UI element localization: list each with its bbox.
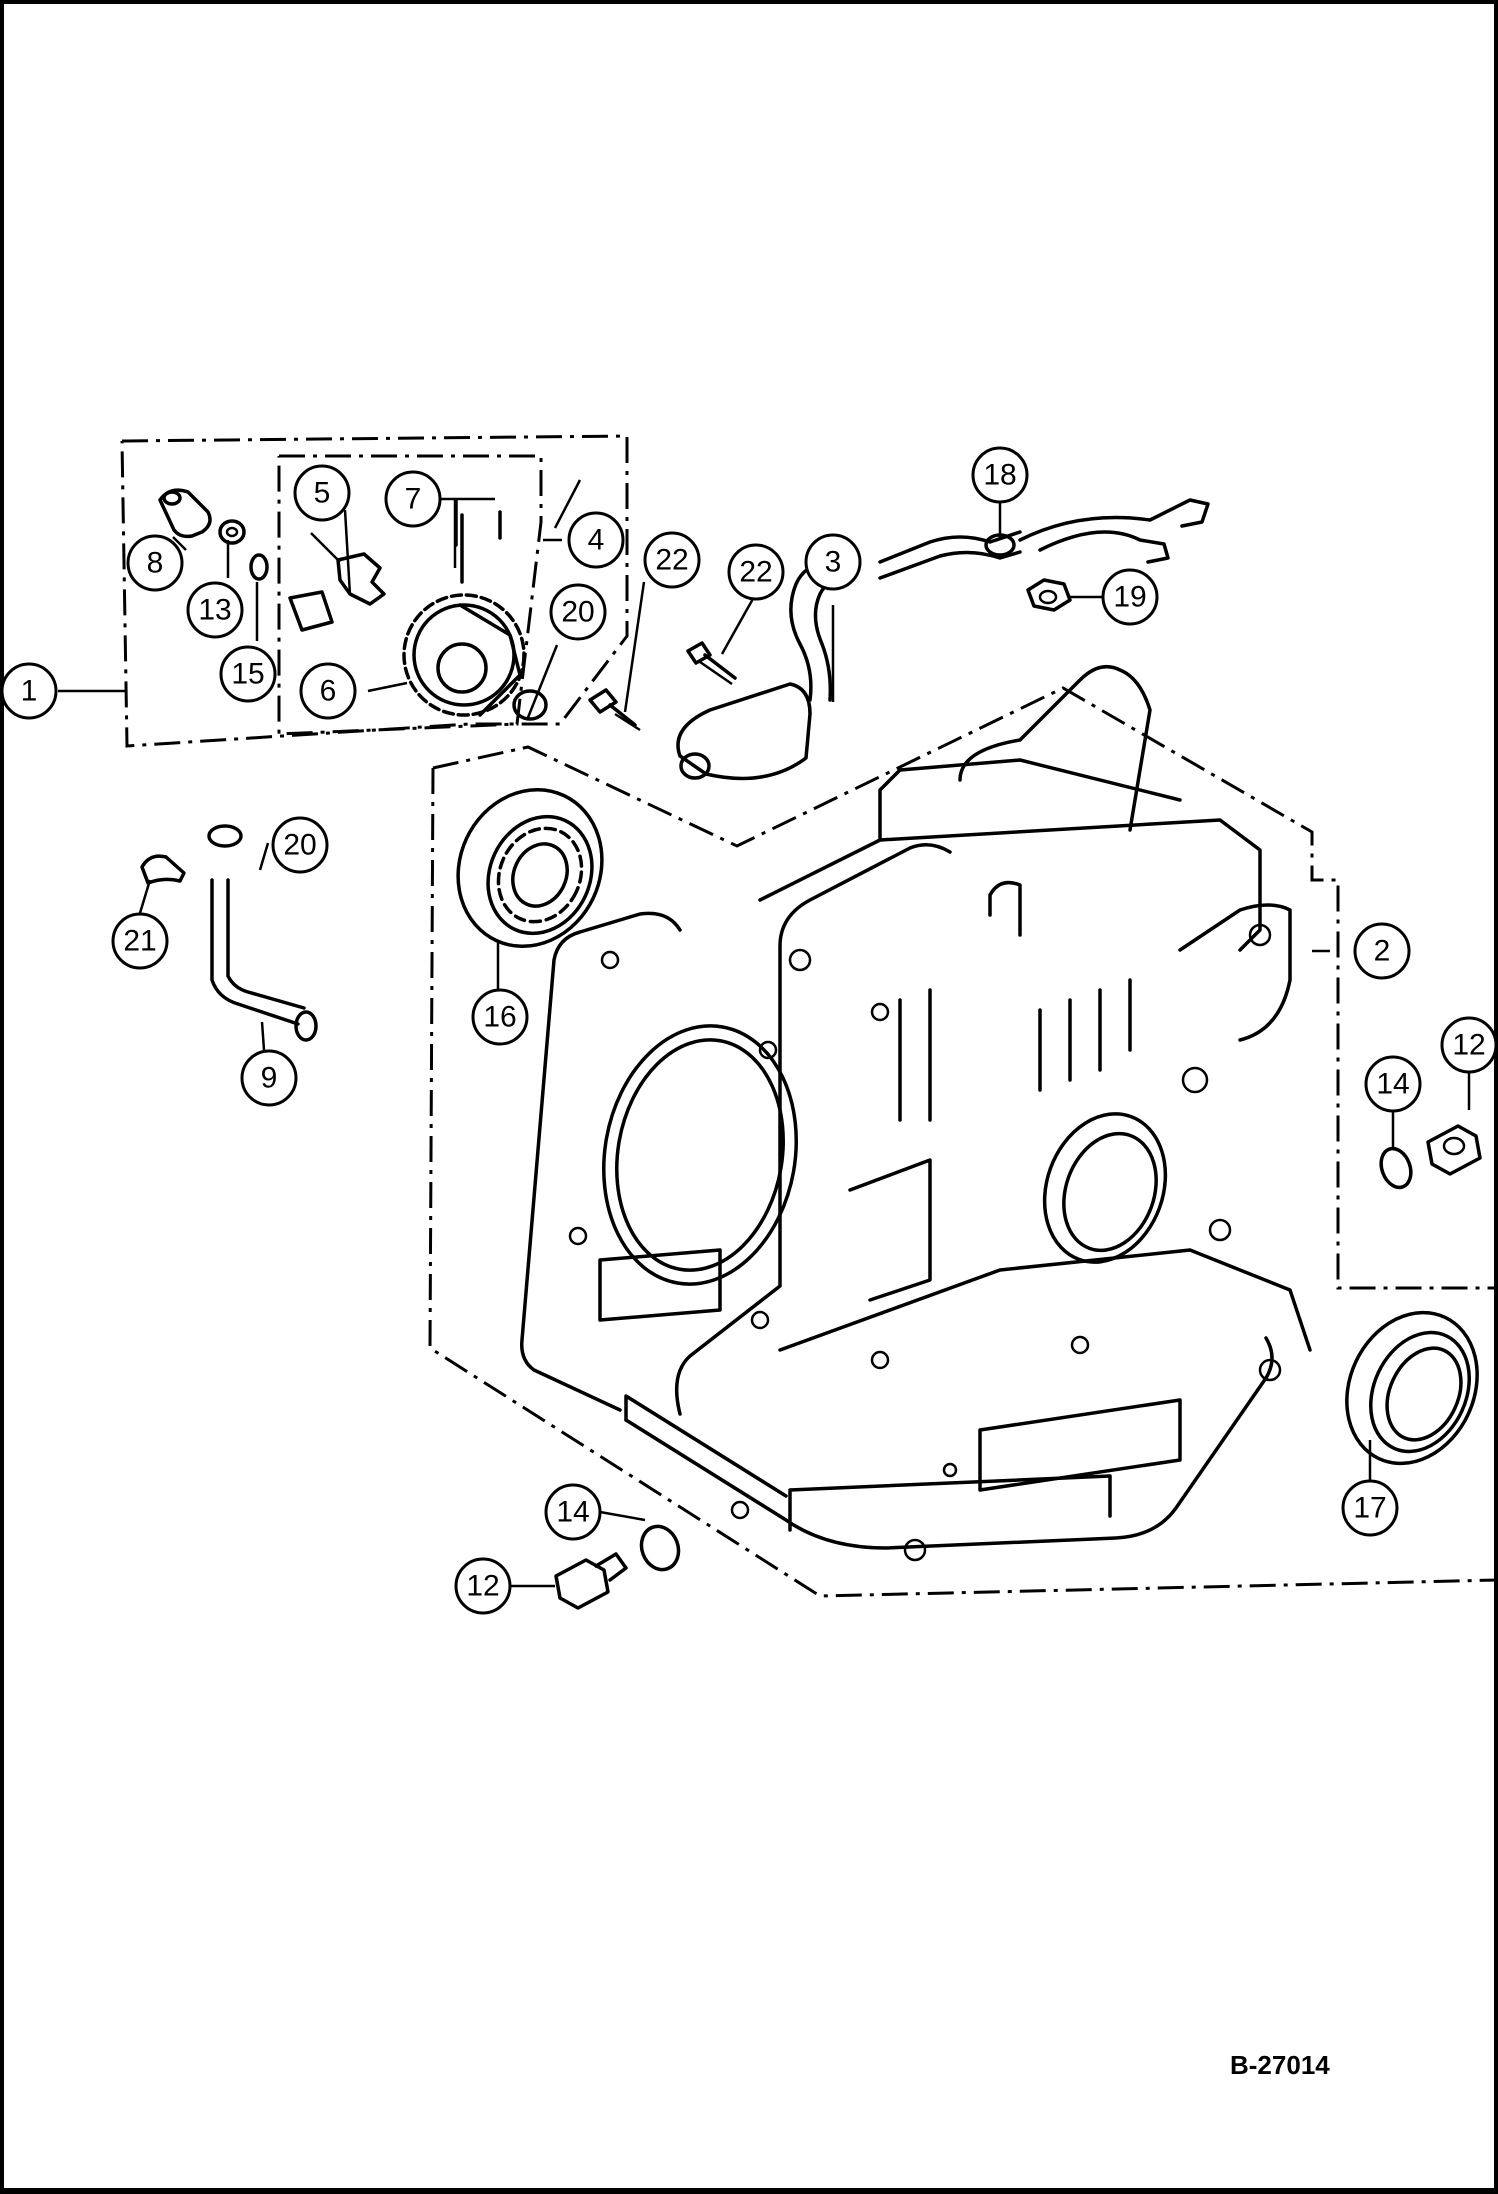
svg-text:1: 1 [21,675,38,708]
callout-19: 19 [1101,568,1159,626]
part-drain-pipe [210,878,318,1042]
callout-9: 9 [240,1049,298,1107]
callout-20-upper: 20 [549,583,607,641]
svg-text:2: 2 [1374,935,1391,968]
crankcase-group-boundary [432,686,1498,1290]
callout-3: 3 [804,533,862,591]
svg-text:13: 13 [198,594,231,627]
part-pins [454,498,502,584]
svg-text:22: 22 [655,544,688,577]
callout-20-left: 20 [271,816,329,874]
callout-22-right: 22 [727,543,785,601]
svg-text:22: 22 [739,556,772,589]
part-ball-bearing [456,787,604,949]
oil-pump-group-boundary [120,434,629,748]
callout-21: 21 [111,912,169,970]
svg-text:6: 6 [320,675,337,708]
callout-8: 8 [126,534,184,592]
part-washer-14b [639,1524,681,1572]
svg-text:15: 15 [231,658,264,691]
svg-text:3: 3 [825,546,842,579]
callout-16: 16 [471,988,529,1046]
callout-1: 1 [0,662,58,720]
svg-text:8: 8 [147,547,164,580]
part-clip-21 [140,854,186,885]
part-o-ring-15 [249,553,269,581]
callout-13: 13 [186,581,244,639]
part-crankcase [520,664,1312,1562]
callout-15: 15 [219,645,277,703]
part-plug-12b [554,1552,628,1610]
part-washer-20b [207,824,243,848]
svg-text:19: 19 [1113,581,1146,614]
svg-text:21: 21 [123,925,156,958]
part-washer-14a [1379,1146,1413,1190]
svg-text:14: 14 [556,1496,589,1529]
part-bolt-22a [588,688,641,732]
callout-12-bottom: 12 [454,1557,512,1615]
svg-text:12: 12 [1452,1029,1485,1062]
callout-14-right: 14 [1364,1055,1422,1113]
svg-text:17: 17 [1353,1492,1386,1525]
svg-text:9: 9 [261,1062,278,1095]
drawing-code: B-27014 [1230,2050,1330,2080]
svg-text:14: 14 [1376,1068,1409,1101]
part-bolt-22b [686,641,737,686]
callout-6: 6 [299,662,357,720]
callouts: 1 2 3 4 5 6 7 8 9 12 12 13 14 14 15 16 1… [0,446,1498,1615]
part-oil-sensor [676,498,1210,781]
callout-2: 2 [1353,922,1411,980]
callout-17: 17 [1341,1479,1399,1537]
part-pump-rotor [288,552,386,632]
part-oil-seal [1345,1310,1479,1466]
group-boundaries [120,434,1498,1598]
part-washer-20a [512,689,548,721]
part-oil-pump-gear [402,593,526,717]
svg-text:20: 20 [561,596,594,629]
svg-text:20: 20 [283,829,316,862]
part-nut-19 [1026,578,1072,612]
svg-text:7: 7 [405,483,422,516]
svg-text:18: 18 [983,459,1016,492]
callout-22-left: 22 [643,531,701,589]
svg-text:12: 12 [466,1570,499,1603]
part-washer-13 [218,519,246,545]
part-drawings [140,488,1482,1610]
callout-7: 7 [384,470,442,528]
callout-14-bottom: 14 [544,1483,602,1541]
callout-12-right: 12 [1440,1016,1498,1074]
svg-text:16: 16 [483,1001,516,1034]
svg-text:5: 5 [314,477,331,510]
callout-4: 4 [567,511,625,569]
oil-pump-subgroup-boundary [277,454,543,736]
svg-text:4: 4 [588,524,605,557]
callout-5: 5 [293,464,351,522]
crankcase-group-boundary-left [428,767,1498,1598]
part-plug-12a [1426,1124,1482,1176]
callout-18: 18 [971,446,1029,504]
part-relief-valve [158,488,212,539]
